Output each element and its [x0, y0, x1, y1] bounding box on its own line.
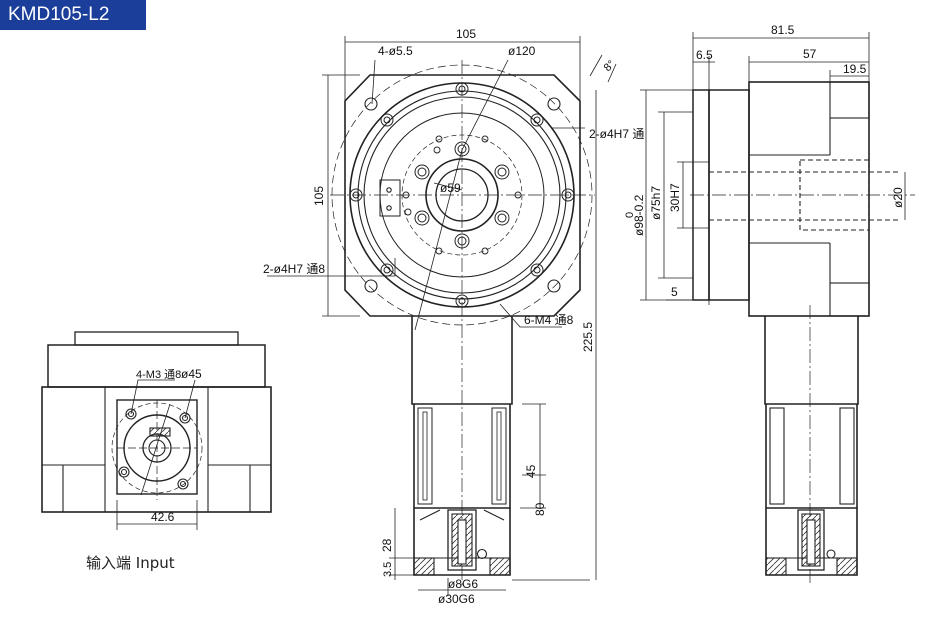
input-body	[41, 386, 272, 513]
angle-callout: 8°	[602, 58, 618, 74]
input-caption: 输入端 Input	[86, 554, 175, 572]
input-width: 42.6	[151, 510, 175, 524]
dim-flange: 6.5	[696, 48, 713, 62]
side-dimensions	[640, 32, 906, 305]
dim-total-length: 225.5	[581, 322, 595, 352]
input-pcd-callout: ø45	[181, 367, 202, 381]
dim-dia-30: 30H7	[668, 183, 682, 212]
dim-45: 45	[524, 464, 538, 478]
front-dimensions	[322, 36, 617, 596]
pcd-callout: ø120	[508, 44, 536, 58]
dim-3-5: 3.5	[382, 562, 394, 577]
thread-callout: 6-M4 通8	[524, 313, 574, 327]
shaft-callout: ø8G6	[448, 577, 478, 591]
hole-callout: 4-ø5.5	[378, 44, 413, 58]
dim-overall: 81.5	[771, 23, 795, 37]
ring-bolts	[349, 82, 575, 308]
input-view	[41, 331, 272, 513]
dim-output-len: 19.5	[843, 62, 867, 76]
corner-holes	[364, 97, 561, 293]
front-center-bore	[425, 158, 499, 232]
pin-callout-top: 2-ø4H7 通	[589, 127, 644, 141]
side-view	[690, 81, 915, 585]
dim-body: 57	[803, 47, 817, 61]
pin-holes	[402, 135, 522, 255]
inner-threaded-holes	[414, 141, 510, 249]
input-thread-callout: 4-M3 通8	[136, 368, 181, 381]
dim-top-width: 105	[456, 27, 476, 41]
pin-callout-left: 2-ø4H7 通8	[263, 262, 325, 276]
model-label-badge: KMD105-L2	[0, 0, 146, 30]
dim-dia-20: ø20	[891, 187, 905, 208]
adapter-body	[411, 316, 513, 405]
dim-dia-75: ø75h7	[649, 186, 663, 220]
dim-dia-98-upper: 0	[624, 212, 636, 218]
dim-28: 28	[380, 538, 394, 552]
pilot-callout: ø30G6	[438, 592, 475, 606]
front-flange-outline	[344, 74, 581, 317]
dim-height: 105	[312, 186, 326, 206]
front-view	[267, 59, 595, 585]
side-body	[748, 81, 870, 317]
dim-80: 80	[533, 502, 547, 516]
model-label: KMD105-L2	[8, 4, 110, 25]
center-bore-callout: ø59	[440, 181, 461, 195]
dim-5: 5	[671, 285, 678, 299]
dim-dia-98: ø98-0.2	[632, 194, 646, 236]
